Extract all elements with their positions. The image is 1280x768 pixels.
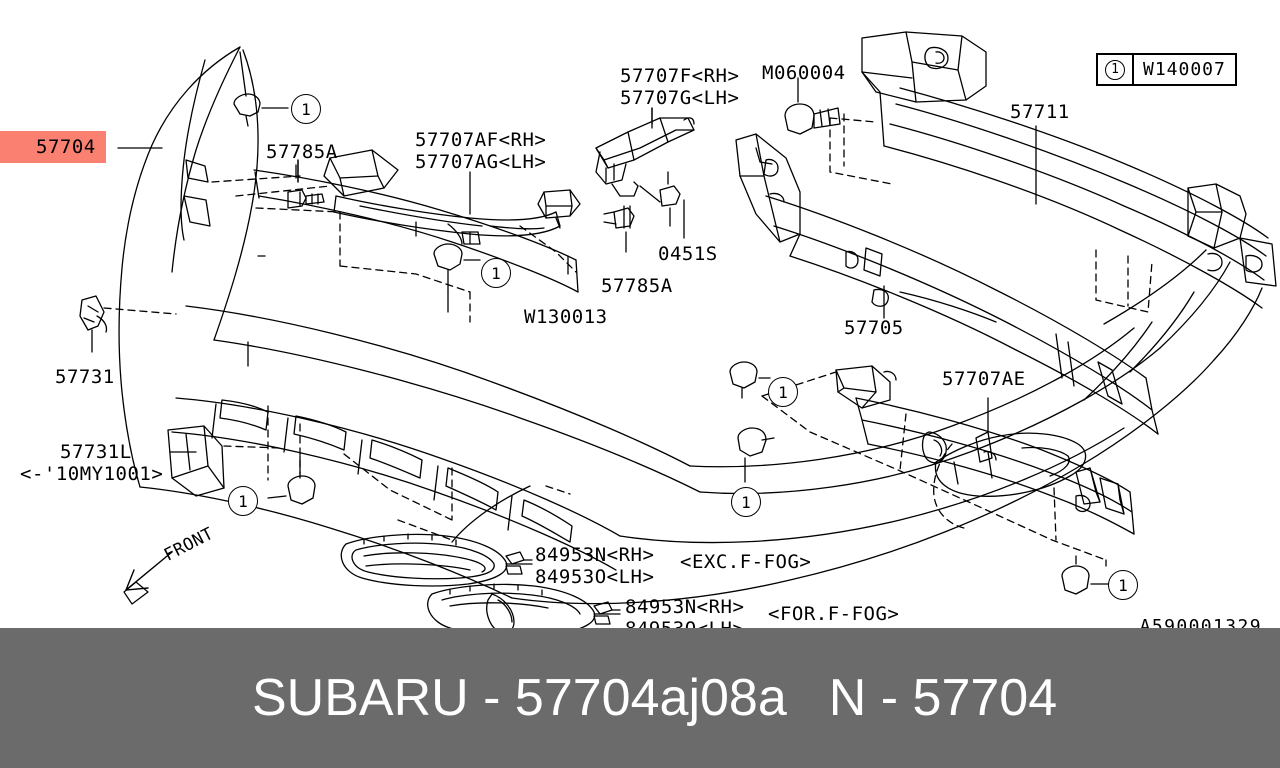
label-57707af-rh: 57707AF<RH> bbox=[415, 129, 547, 151]
label-57707ag-lh: 57707AG<LH> bbox=[415, 151, 547, 173]
label-m060004: M060004 bbox=[762, 62, 846, 84]
callout-clip-1-upper-left[interactable]: 1 bbox=[291, 94, 321, 124]
legend-index-cell: 1 bbox=[1098, 55, 1134, 84]
label-57731l: 57731L bbox=[60, 441, 132, 463]
label-57705: 57705 bbox=[844, 317, 904, 339]
callout-clip-1-center[interactable]: 1 bbox=[481, 258, 511, 288]
label-57731l-note: <-'10MY1001> bbox=[20, 463, 164, 485]
callout-clip-1-lower-left[interactable]: 1 bbox=[228, 486, 258, 516]
footer-text: SUBARU - 57704aj08a N - 57704 bbox=[252, 668, 1057, 728]
diagram-canvas: 57704 57785A 57707AF<RH> 57707AG<LH> 577… bbox=[0, 31, 1277, 640]
legend-part-number: W140007 bbox=[1143, 59, 1226, 80]
label-57707g-lh: 57707G<LH> bbox=[620, 87, 740, 109]
legend-circle-number: 1 bbox=[1105, 59, 1125, 80]
label-w130013: W130013 bbox=[524, 306, 608, 328]
label-84953n-rh-for: 84953N<RH> bbox=[625, 596, 745, 618]
label-57707ae: 57707AE bbox=[942, 368, 1026, 390]
label-57731: 57731 bbox=[55, 366, 115, 388]
footer-brand-part: SUBARU - 57704aj08a bbox=[252, 669, 787, 727]
label-84953n-rh-exc: 84953N<RH> bbox=[535, 544, 655, 566]
label-for-fog-note: <FOR.F-FOG> bbox=[768, 603, 900, 625]
label-57785a-right: 57785A bbox=[601, 275, 673, 297]
label-exc-fog-note: <EXC.F-FOG> bbox=[680, 551, 812, 573]
label-57785a-left: 57785A bbox=[266, 141, 338, 163]
callout-clip-1-right-upper[interactable]: 1 bbox=[768, 377, 798, 407]
footer-bar: SUBARU - 57704aj08a N - 57704 bbox=[0, 628, 1280, 768]
label-0451s: 0451S bbox=[658, 243, 718, 265]
callout-clip-1-right-lower[interactable]: 1 bbox=[731, 487, 761, 517]
label-57711: 57711 bbox=[1010, 101, 1070, 123]
label-84953o-lh-exc: 84953O<LH> bbox=[535, 566, 655, 588]
footer-catalog-ref: N - 57704 bbox=[828, 669, 1058, 727]
technical-line-art bbox=[79, 31, 1277, 628]
highlighted-part-label[interactable]: 57704 bbox=[0, 131, 106, 163]
label-57707f-rh: 57707F<RH> bbox=[620, 65, 740, 87]
legend-box: 1 W140007 bbox=[1096, 53, 1237, 86]
callout-clip-1-bottom-right[interactable]: 1 bbox=[1108, 570, 1138, 600]
